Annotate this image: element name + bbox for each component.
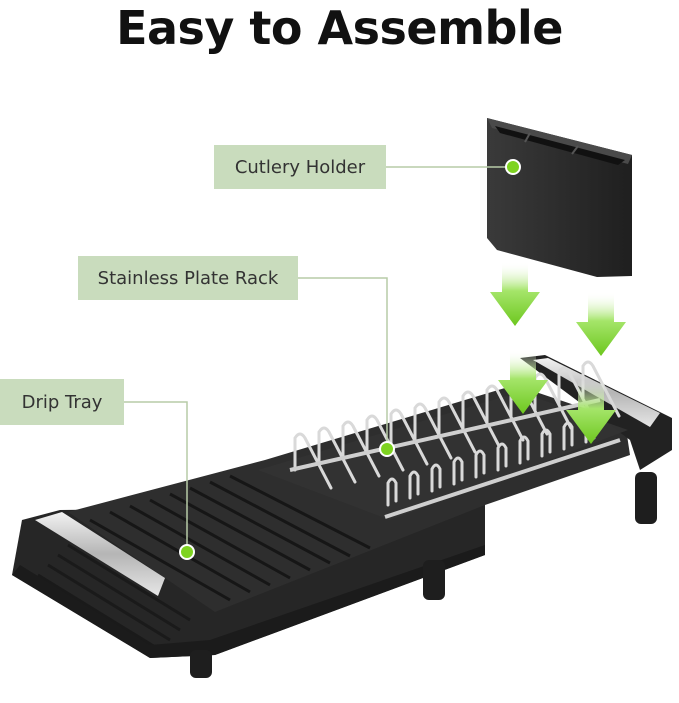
page-title: Easy to Assemble — [116, 1, 563, 55]
label-cutlery-holder: Cutlery Holder — [214, 145, 386, 189]
callout-dots — [179, 159, 521, 560]
arrow-icon — [490, 262, 626, 444]
label-drip-tray: Drip Tray — [0, 379, 124, 425]
label-stainless-plate-rack: Stainless Plate Rack — [78, 256, 298, 300]
cutlery-holder — [487, 118, 632, 277]
leader-lines — [124, 166, 513, 552]
